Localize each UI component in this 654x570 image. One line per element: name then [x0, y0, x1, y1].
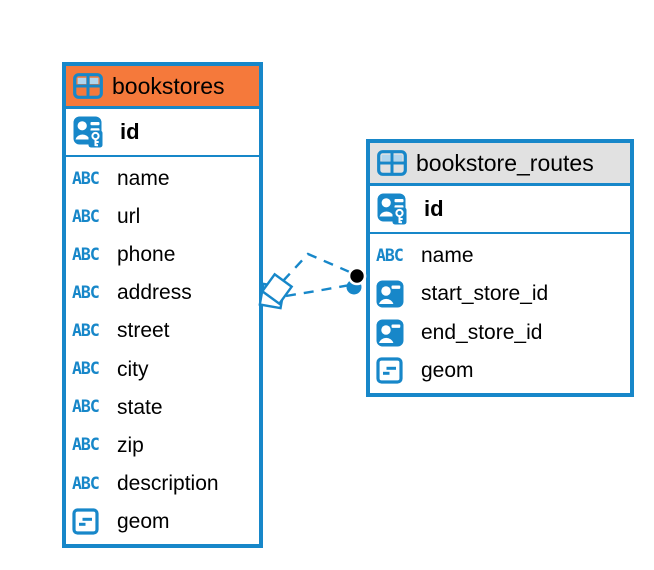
text-type-icon: ABC: [72, 244, 100, 264]
reference-type-icon: [376, 280, 404, 308]
geometry-type-icon: [72, 508, 99, 535]
column-name: start_store_id: [421, 282, 549, 306]
column-row[interactable]: ABC address: [66, 274, 259, 312]
column-row[interactable]: ABC name: [66, 160, 259, 198]
column-row[interactable]: ABC name: [370, 237, 630, 275]
table-title: bookstores: [112, 72, 225, 99]
table-header[interactable]: bookstore_routes: [370, 143, 630, 186]
table-icon: [73, 73, 103, 99]
column-name: geom: [117, 509, 170, 533]
column-row[interactable]: geom: [370, 352, 630, 390]
table-title: bookstore_routes: [416, 149, 594, 176]
primary-key-icon: [73, 116, 111, 148]
column-row-primary-key[interactable]: id: [66, 109, 259, 157]
column-name: id: [424, 196, 444, 221]
text-type-icon: ABC: [72, 321, 100, 341]
text-type-icon: ABC: [72, 435, 100, 455]
text-type-icon: ABC: [72, 359, 100, 379]
column-name: geom: [421, 358, 474, 382]
column-name: url: [117, 205, 141, 229]
column-row[interactable]: ABC zip: [66, 427, 259, 465]
table-header[interactable]: bookstores: [66, 66, 259, 109]
column-name: name: [117, 167, 170, 191]
column-row[interactable]: ABC url: [66, 198, 259, 236]
column-name: name: [421, 244, 474, 268]
geometry-type-icon: [376, 357, 403, 384]
column-name: state: [117, 395, 163, 419]
column-name: address: [117, 281, 192, 305]
relationship-line-end-store[interactable]: [285, 283, 351, 298]
text-type-icon: ABC: [72, 397, 100, 417]
column-row[interactable]: end_store_id: [370, 314, 630, 352]
column-name: end_store_id: [421, 320, 543, 344]
table-icon: [377, 150, 407, 176]
column-row-primary-key[interactable]: id: [370, 186, 630, 234]
column-row[interactable]: start_store_id: [370, 275, 630, 313]
column-row[interactable]: ABC phone: [66, 236, 259, 274]
column-name: id: [120, 119, 140, 144]
text-type-icon: ABC: [72, 206, 100, 226]
relationship-line-start-store[interactable]: [282, 252, 353, 282]
text-type-icon: ABC: [72, 168, 100, 188]
primary-key-icon: [377, 193, 415, 225]
column-row[interactable]: geom: [66, 503, 259, 541]
column-name: city: [117, 357, 149, 381]
reference-type-icon: [376, 319, 404, 347]
column-name: zip: [117, 433, 144, 457]
column-row[interactable]: ABC street: [66, 312, 259, 350]
relationship-source-diamond-marker[interactable]: [258, 272, 294, 310]
column-row[interactable]: ABC city: [66, 350, 259, 388]
relationship-endpoint-dot-selected[interactable]: [347, 266, 367, 286]
column-name: phone: [117, 243, 176, 267]
text-type-icon: ABC: [72, 473, 100, 493]
column-row[interactable]: ABC description: [66, 465, 259, 503]
column-name: street: [117, 319, 170, 343]
text-type-icon: ABC: [376, 245, 404, 265]
column-row[interactable]: ABC state: [66, 389, 259, 427]
text-type-icon: ABC: [72, 283, 100, 303]
column-name: description: [117, 471, 219, 495]
table-bookstore-routes[interactable]: bookstore_routes id ABC name start_store_i…: [366, 139, 634, 397]
